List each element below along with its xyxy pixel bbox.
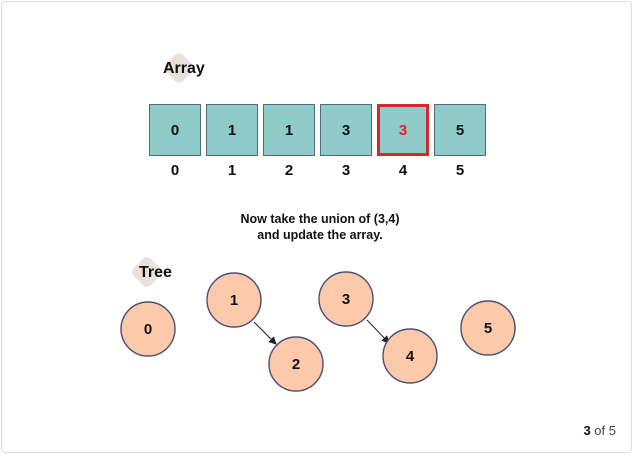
pager-total: 5 bbox=[608, 423, 616, 438]
tree-node-label: 5 bbox=[484, 320, 492, 337]
tree-node-1: 1 bbox=[206, 272, 262, 328]
pager-current: 3 bbox=[583, 423, 591, 438]
array-cell-value: 1 bbox=[284, 121, 294, 139]
array-index: 5 bbox=[455, 162, 465, 179]
array-cell-highlighted: 3 bbox=[377, 104, 429, 156]
array-cell-value: 1 bbox=[227, 121, 237, 139]
slide-pager: 3 of 5 bbox=[583, 423, 616, 438]
tree-label-text: Tree bbox=[139, 264, 172, 281]
array-cell: 3 bbox=[320, 104, 372, 156]
array-index: 2 bbox=[284, 162, 294, 179]
step-caption: Now take the union of (3,4) and update t… bbox=[170, 211, 470, 243]
array-index: 1 bbox=[227, 162, 237, 179]
array-cell-value: 5 bbox=[455, 121, 465, 139]
tree-edge-1-2 bbox=[253, 321, 277, 345]
tree-node-3: 3 bbox=[318, 271, 374, 327]
array-cell-value: 3 bbox=[341, 121, 351, 139]
caption-line-2: and update the array. bbox=[257, 228, 383, 242]
array-index: 0 bbox=[170, 162, 180, 179]
tree-section-label: Tree bbox=[130, 255, 172, 289]
array-cell: 0 bbox=[149, 104, 201, 156]
caption-line-1: Now take the union of (3,4) bbox=[240, 212, 400, 226]
tree-node-5: 5 bbox=[460, 300, 516, 356]
array-index: 4 bbox=[398, 162, 408, 179]
array-label-text: Array bbox=[163, 60, 205, 77]
tree-node-4: 4 bbox=[382, 328, 438, 384]
tree-edge-3-4 bbox=[366, 319, 390, 344]
tree-node-label: 2 bbox=[292, 356, 300, 373]
array-cell: 1 bbox=[263, 104, 315, 156]
tree-node-2: 2 bbox=[268, 336, 324, 392]
tree-node-0: 0 bbox=[120, 301, 176, 357]
tree-node-label: 0 bbox=[144, 321, 152, 338]
array-index: 3 bbox=[341, 162, 351, 179]
tree-node-label: 3 bbox=[342, 291, 350, 308]
array-cell: 1 bbox=[206, 104, 258, 156]
array-section-label: Array bbox=[162, 51, 205, 85]
array-cell-value: 3 bbox=[398, 121, 408, 139]
tree-node-label: 4 bbox=[406, 348, 415, 365]
array-cell: 5 bbox=[434, 104, 486, 156]
tree-node-label: 1 bbox=[230, 292, 238, 309]
array-cell-value: 0 bbox=[170, 121, 180, 139]
pager-separator: of bbox=[594, 423, 606, 438]
